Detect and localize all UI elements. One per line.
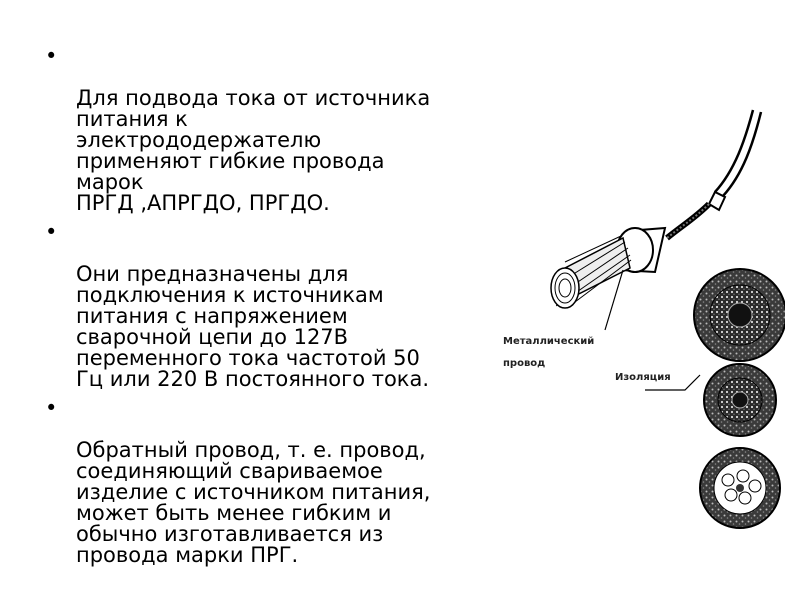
cross-section-large <box>693 268 785 362</box>
cable-illustration: Металлический провод Изоляция <box>495 100 785 540</box>
label-insulation: Изоляция <box>615 372 671 383</box>
bullet-marker: • <box>45 396 58 420</box>
cross-section-medium <box>703 363 777 437</box>
bullet-list: • Для подвода тока от источника питания … <box>45 46 505 574</box>
cross-section-small <box>699 447 781 529</box>
cable-drawing: Металлический провод Изоляция <box>503 109 785 529</box>
thick-cable <box>550 226 667 309</box>
bullet-text: Обратный провод, т. е. провод, соединяющ… <box>76 438 431 567</box>
bullet-text: Они предназначены для подключения к исто… <box>76 262 430 391</box>
bullet-text: Для подвода тока от источника питания к … <box>76 86 431 215</box>
insulation-callout-line <box>645 374 701 391</box>
bullet-item-1: • Для подвода тока от источника питания … <box>45 46 505 214</box>
bullet-item-3: • Обратный провод, т. е. провод, соединя… <box>45 398 505 566</box>
label-wire-line2: провод <box>503 358 545 369</box>
thin-cable <box>665 109 763 241</box>
bullet-marker: • <box>45 220 58 244</box>
bullet-marker: • <box>45 44 58 68</box>
wire-callout-line <box>604 269 624 331</box>
label-wire-line1: Металлический <box>503 336 594 347</box>
bullet-item-2: • Они предназначены для подключения к ис… <box>45 222 505 390</box>
